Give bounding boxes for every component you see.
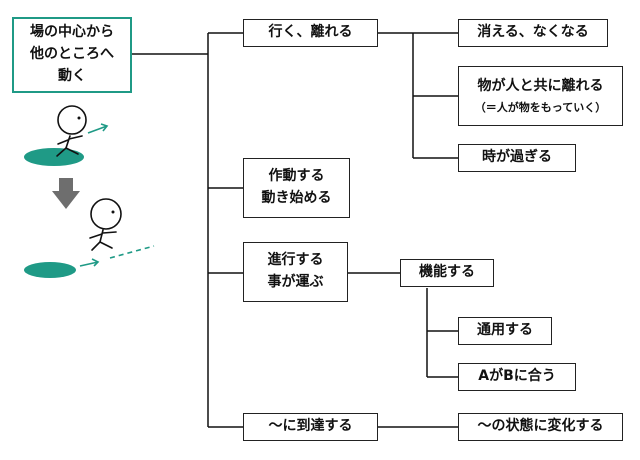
walking-person-icon [56,105,87,157]
node-progress: 進行する 事が運ぶ [243,242,348,302]
node-activate-label: 作動する 動き始める [261,168,332,206]
node-go-away-label: 行く、離れる [268,24,353,41]
motion-dashed-arrow-icon [79,245,155,267]
node-progress-label: 進行する 事が運ぶ [267,252,324,290]
node-change-state: 〜の状態に変化する [458,413,623,441]
node-change-state-label: 〜の状態に変化する [477,418,604,435]
origin-platform [24,262,76,278]
node-disappear-label: 消える、なくなる [477,24,589,41]
node-disappear: 消える、なくなる [458,19,608,47]
node-function-label: 機能する [419,264,475,281]
center-platform [24,148,84,166]
node-carry-away: 物が人と共に離れる （＝人が物をもっていく） [458,66,623,126]
node-reach: 〜に到達する [243,413,378,441]
node-valid: 通用する [458,317,552,345]
node-function: 機能する [400,259,494,287]
down-arrow-icon [52,178,80,209]
node-valid-label: 通用する [477,322,533,339]
node-fit-label: AがBに合う [478,368,556,385]
node-carry-away-label: 物が人と共に離れる [477,77,604,94]
node-time-passes-label: 時が過ぎる [482,149,552,166]
walking-person-away-icon [89,198,122,251]
root-box: 場の中心から 他のところへ 動く [12,17,132,93]
node-carry-away-note: （＝人が物をもっていく） [474,101,607,115]
node-time-passes: 時が過ぎる [458,144,576,172]
node-go-away: 行く、離れる [243,19,378,47]
node-fit: AがBに合う [458,363,576,391]
node-activate: 作動する 動き始める [243,158,350,218]
node-reach-label: 〜に到達する [268,418,353,435]
motion-arrow-icon [87,123,109,134]
root-label: 場の中心から 他のところへ 動く [30,24,114,84]
